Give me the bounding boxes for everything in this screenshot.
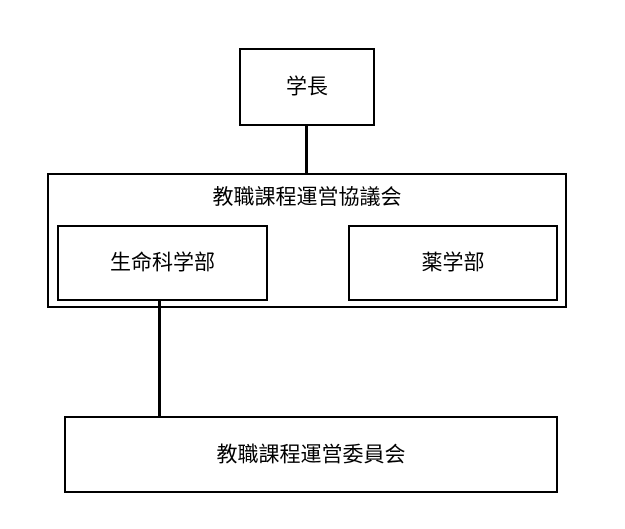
president-label: 学長 [286,74,328,99]
committee-node: 教職課程運営委員会 [64,416,558,493]
connector-council-committee [158,299,161,417]
connector-president-council [305,126,308,174]
president-node: 学長 [239,48,375,126]
faculty-pharmacy-label: 薬学部 [421,250,485,275]
faculty-life-sciences-node: 生命科学部 [57,225,268,301]
faculty-life-sciences-label: 生命科学部 [110,250,215,275]
committee-label: 教職課程運営委員会 [216,442,406,466]
council-node: 教職課程運営協議会 生命科学部 薬学部 [47,173,567,308]
council-label: 教職課程運営協議会 [212,185,402,209]
faculty-pharmacy-node: 薬学部 [348,225,558,301]
